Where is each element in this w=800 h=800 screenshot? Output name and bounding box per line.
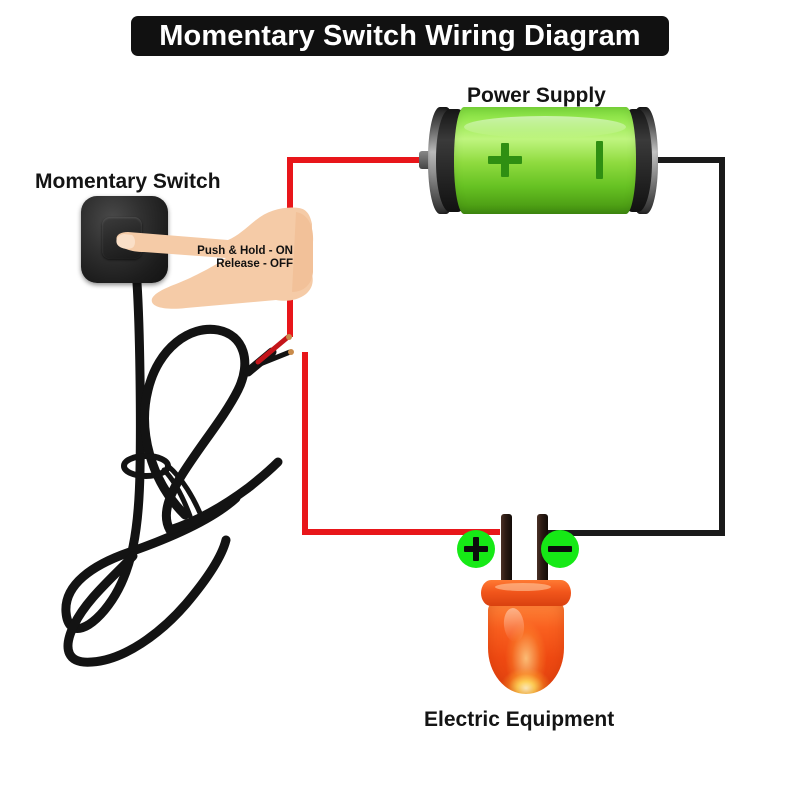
plus-glyph <box>464 537 488 561</box>
switch-lead-negative <box>252 349 293 369</box>
cable-loop-lower <box>63 535 231 667</box>
led-flange <box>481 580 571 606</box>
led-leg-positive <box>501 514 512 602</box>
label-electric-equipment: Electric Equipment <box>424 708 615 731</box>
wire-positive-switch-to-led <box>302 352 500 535</box>
hand-thumb <box>292 212 314 292</box>
page-title: Momentary Switch Wiring Diagram <box>159 19 641 52</box>
led-plus-badge-icon <box>457 530 495 568</box>
led-dome-highlight <box>502 607 526 643</box>
minus-glyph <box>548 537 572 561</box>
hand-finger-nail <box>116 234 135 249</box>
battery-power-supply <box>419 107 658 214</box>
push-hold-line-2: Release - OFF <box>216 258 293 270</box>
led-dome-body <box>488 600 564 694</box>
led-electric-equipment <box>481 514 571 694</box>
switch-lead-positive <box>255 334 291 365</box>
push-hold-line-1: Push & Hold - ON <box>197 245 293 257</box>
hand-shape <box>116 207 313 309</box>
lead-tip-positive <box>286 334 292 340</box>
cable-tie <box>121 453 205 521</box>
battery-plus-icon <box>488 143 522 177</box>
wire-negative-battery-to-led <box>540 157 725 536</box>
led-flange-highlight <box>495 583 551 591</box>
label-power-supply: Power Supply <box>467 84 606 107</box>
cable-tail <box>165 457 283 535</box>
title-banner: Momentary Switch Wiring Diagram <box>131 16 669 56</box>
push-hold-annotation: Push & Hold - ON Release - OFF <box>166 245 293 271</box>
label-momentary-switch: Momentary Switch <box>35 170 221 193</box>
led-minus-badge-icon <box>541 530 579 568</box>
battery-minus-icon <box>596 141 603 179</box>
lead-tip-negative <box>288 349 294 355</box>
